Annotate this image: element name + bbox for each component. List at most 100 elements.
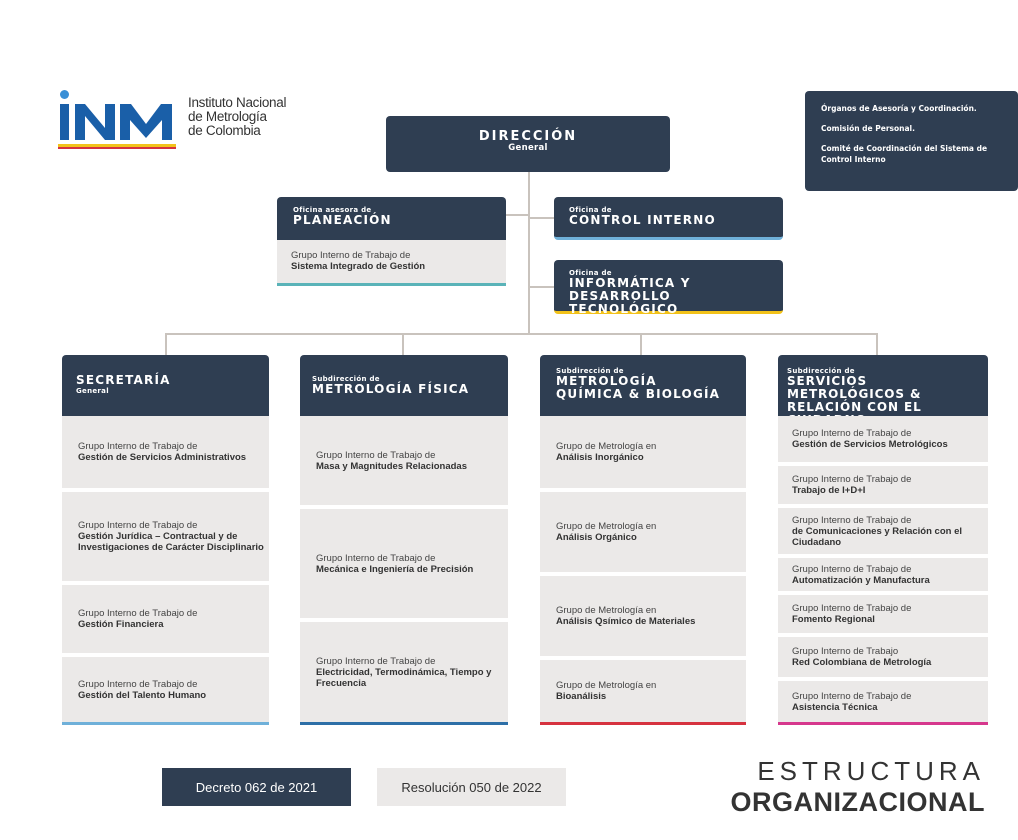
- group-name: de Comunicaciones y Relación con el Ciud…: [792, 525, 962, 548]
- group-prefix: Grupo Interno de Trabajo de: [78, 608, 198, 619]
- group-prefix: Grupo Interno de Trabajo de: [792, 428, 912, 439]
- decreto-box: Decreto 062 de 2021: [162, 768, 351, 806]
- fisica-group-3: Grupo Interno de Trabajo de Electricidad…: [300, 622, 508, 725]
- group-name: Trabajo de I+D+I: [792, 485, 866, 496]
- group-name: Gestión de Servicios Metrológicos: [792, 439, 948, 450]
- informatica-title-2: DESARROLLO TECNOLÓGICO: [569, 289, 679, 316]
- advisory-line-2: Comisión de Personal.: [821, 124, 915, 133]
- connector-drop-4: [876, 333, 878, 355]
- group-name: Automatización y Manufactura: [792, 574, 930, 586]
- inm-logo-icon: [58, 90, 176, 149]
- group-prefix: Grupo Interno de Trabajo: [792, 646, 899, 657]
- group-prefix: Grupo Interno de Trabajo de: [316, 552, 436, 564]
- group-prefix: Grupo Interno de Trabajo de: [78, 520, 198, 531]
- resolucion-text: Resolución 050 de 2022: [401, 779, 542, 795]
- group-name: Fomento Regional: [792, 614, 875, 625]
- informatica-small: Oficina de: [569, 269, 612, 277]
- quimica-group-2: Grupo de Metrología en Análisis Orgánico: [540, 492, 746, 572]
- servicios-header: Subdirección de SERVICIOS METROLÓGICOS &…: [778, 355, 988, 427]
- logo-line-1: Instituto Nacional: [188, 95, 287, 110]
- group-prefix: Grupo de Metrología en: [556, 605, 657, 616]
- control-interno-box: Oficina de CONTROL INTERNO: [554, 197, 783, 240]
- group-name: Masa y Magnitudes Relacionadas: [316, 460, 467, 472]
- group-name: Asistencia Técnica: [792, 701, 878, 713]
- group-prefix: Grupo Interno de Trabajo de: [792, 563, 912, 575]
- control-small: Oficina de: [569, 206, 612, 214]
- secretaria-group-1: Grupo Interno de Trabajo de Gestión de S…: [62, 416, 269, 488]
- connector-drop-2: [402, 333, 404, 355]
- direccion-subtitle: General: [508, 143, 548, 153]
- structure-title-line-1: ESTRUCTURA: [757, 756, 985, 786]
- group-name: Gestión del Talento Humano: [78, 689, 207, 701]
- planeacion-group-prefix: Grupo Interno de Trabajo de: [291, 250, 411, 261]
- servicios-group-4: Grupo Interno de Trabajo de Automatizaci…: [778, 558, 988, 591]
- quimica-group-1: Grupo de Metrología en Análisis Inorgáni…: [540, 416, 746, 488]
- secretaria-title: SECRETARÍA: [76, 373, 171, 387]
- fisica-group-2: Grupo Interno de Trabajo de Mecánica e I…: [300, 509, 508, 618]
- planeacion-title: PLANEACIÓN: [293, 213, 392, 227]
- servicios-group-5: Grupo Interno de Trabajo de Fomento Regi…: [778, 595, 988, 633]
- fisica-header: Subdirección de METROLOGÍA FÍSICA: [300, 355, 508, 416]
- planeacion-group-name: Sistema Integrado de Gestión: [291, 261, 426, 272]
- group-prefix: Grupo Interno de Trabajo de: [78, 678, 198, 690]
- group-name: Gestión Financiera: [78, 619, 164, 630]
- group-name: Gestión de Servicios Administrativos: [78, 452, 247, 463]
- servicios-group-6: Grupo Interno de Trabajo Red Colombiana …: [778, 637, 988, 677]
- structure-title: ESTRUCTURA ORGANIZACIONAL: [700, 756, 985, 818]
- informatica-title-1: INFORMÁTICA Y: [569, 276, 691, 290]
- group-prefix: Grupo Interno de Trabajo de: [316, 449, 436, 461]
- advisory-line-1: Órganos de Asesoría y Coordinación.: [821, 104, 977, 113]
- structure-title-line-2: ORGANIZACIONAL: [730, 787, 985, 817]
- servicios-group-1: Grupo Interno de Trabajo de Gestión de S…: [778, 416, 988, 462]
- logo-line-2: de Metrología: [188, 109, 267, 124]
- informatica-box: Oficina de INFORMÁTICA Y DESARROLLO TECN…: [554, 260, 783, 316]
- quimica-small: Subdirección de: [556, 367, 624, 375]
- connector-drop-1: [165, 333, 167, 355]
- group-prefix: Grupo Interno de Trabajo de: [792, 690, 912, 702]
- group-prefix: Grupo Interno de Trabajo de: [792, 514, 912, 526]
- logo-line-3: de Colombia: [188, 123, 261, 138]
- secretaria-group-4: Grupo Interno de Trabajo de Gestión del …: [62, 657, 269, 725]
- group-prefix: Grupo de Metrología en: [556, 441, 657, 452]
- group-name: Red Colombiana de Metrología: [792, 657, 932, 668]
- direccion-box: DIRECCIÓN General: [386, 116, 670, 172]
- group-name: Gestión Jurídica – Contractual y de Inve…: [78, 531, 264, 553]
- servicios-group-2: Grupo Interno de Trabajo de Trabajo de I…: [778, 466, 988, 504]
- group-name: Mecánica e Ingeniería de Precisión: [316, 563, 474, 575]
- group-name: Análisis Qsímico de Materiales: [556, 616, 696, 627]
- fisica-small: Subdirección de: [312, 375, 380, 383]
- servicios-group-7: Grupo Interno de Trabajo de Asistencia T…: [778, 681, 988, 725]
- connector-planeacion: [506, 214, 528, 216]
- servicios-small: Subdirección de: [787, 367, 855, 375]
- inm-logo: [58, 88, 183, 150]
- connector-informatica: [530, 286, 554, 288]
- connector-vertical-main: [528, 172, 530, 334]
- group-name: Análisis Orgánico: [556, 532, 637, 543]
- group-prefix: Grupo de Metrología en: [556, 680, 657, 691]
- group-prefix: Grupo Interno de Trabajo de: [316, 655, 436, 667]
- quimica-group-3: Grupo de Metrología en Análisis Qsímico …: [540, 576, 746, 656]
- quimica-title-1: METROLOGÍA: [556, 374, 657, 388]
- servicios-group-3: Grupo Interno de Trabajo de de Comunicac…: [778, 508, 988, 554]
- quimica-header: Subdirección de METROLOGÍA QUÍMICA & BIO…: [540, 355, 746, 416]
- secretaria-subtitle: General: [76, 387, 109, 395]
- control-title: CONTROL INTERNO: [569, 213, 716, 227]
- connector-horizontal: [165, 333, 878, 335]
- connector-drop-3: [640, 333, 642, 355]
- secretaria-group-2: Grupo Interno de Trabajo de Gestión Jurí…: [62, 492, 269, 581]
- servicios-title-1: SERVICIOS METROLÓGICOS &: [787, 374, 922, 401]
- group-prefix: Grupo Interno de Trabajo de: [792, 474, 912, 485]
- quimica-title-2: QUÍMICA & BIOLOGÍA: [556, 387, 721, 401]
- logo-text: Instituto Nacional de Metrología de Colo…: [188, 96, 318, 138]
- quimica-group-4: Grupo de Metrología en Bioanálisis: [540, 660, 746, 725]
- planeacion-small: Oficina asesora de: [293, 206, 372, 214]
- decreto-text: Decreto 062 de 2021: [195, 779, 318, 795]
- advisory-line-3: Comité de Coordinación del Sistema de Co…: [821, 144, 988, 164]
- planeacion-group: Grupo Interno de Trabajo de Sistema Inte…: [277, 240, 506, 286]
- secretaria-group-3: Grupo Interno de Trabajo de Gestión Fina…: [62, 585, 269, 653]
- group-name: Bioanálisis: [556, 691, 607, 702]
- secretaria-header: SECRETARÍA General: [62, 355, 269, 416]
- group-prefix: Grupo de Metrología en: [556, 521, 657, 532]
- group-prefix: Grupo Interno de Trabajo de: [78, 441, 198, 452]
- resolucion-box: Resolución 050 de 2022: [377, 768, 566, 806]
